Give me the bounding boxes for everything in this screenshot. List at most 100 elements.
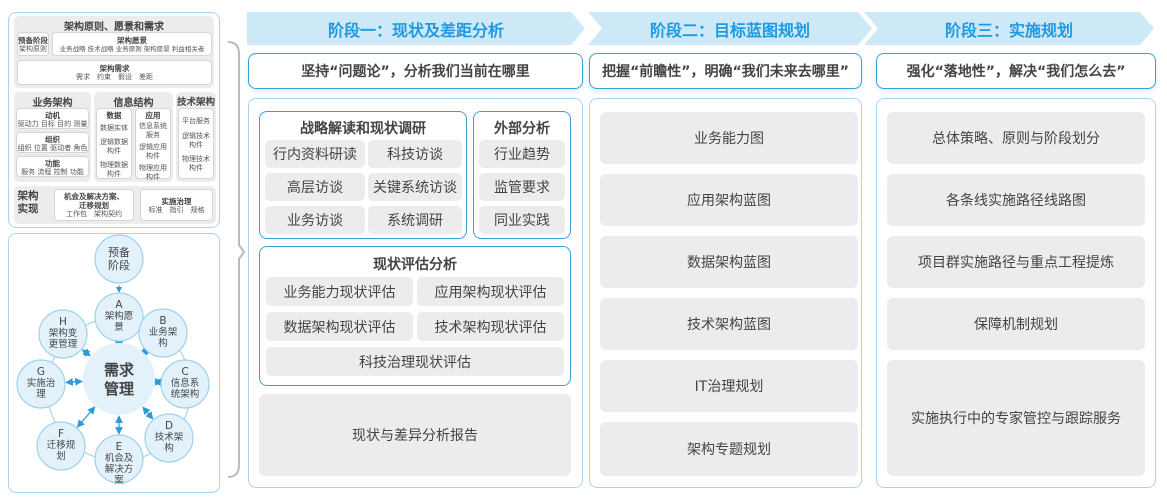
center-circle bbox=[83, 343, 155, 415]
tech-block: 平台服务 逻辑技术构件 物理技术构件 bbox=[178, 108, 214, 179]
stage-2-title: 阶段二：目标蓝图规划 bbox=[649, 20, 810, 40]
block-title: 功能 bbox=[45, 159, 60, 168]
phase-node-g bbox=[16, 359, 66, 409]
strategy-title: 战略解读和现状调研 bbox=[300, 121, 426, 137]
gov-items: 标准 指引 规格 bbox=[148, 206, 205, 214]
phase-node-h bbox=[38, 309, 88, 359]
opp-items: 工作包 架构契约 bbox=[66, 210, 122, 218]
req-items: 需求 约束 假设 差距 bbox=[76, 73, 153, 81]
adm-cycle-diagram bbox=[16, 234, 210, 484]
prep-node bbox=[94, 234, 144, 284]
phase-node-a bbox=[94, 292, 144, 342]
phase-letter: G bbox=[36, 366, 46, 378]
phase-node-b bbox=[138, 308, 188, 358]
phase-letter: B bbox=[159, 315, 167, 327]
info-title: 信息结构 bbox=[113, 98, 154, 109]
external-title: 外部分析 bbox=[494, 121, 550, 137]
phase-label: 架构变更管理 bbox=[48, 328, 78, 350]
tech-title: 技术架构 bbox=[176, 97, 215, 108]
app-title: 应用 bbox=[145, 111, 161, 120]
phase-letter: E bbox=[115, 441, 123, 453]
data-block: 数据 数据实体 逻辑数据构件 物理数据构件 bbox=[96, 108, 132, 179]
block-items: 驱动力 目标 目的 测量 bbox=[17, 120, 88, 128]
blueprint-item: IT治理规划 bbox=[600, 360, 858, 412]
req-title: 架构需求 bbox=[99, 64, 130, 73]
data-title: 数据 bbox=[106, 111, 122, 120]
block-title: 动机 bbox=[45, 111, 60, 120]
impl-title: 架构实现 bbox=[17, 190, 39, 215]
info-section: 信息结构 数据 数据实体 逻辑数据构件 物理数据构件 应用 信息系统服务 逻辑应… bbox=[94, 92, 173, 182]
stage-3-header: 阶段三：实施规划 bbox=[864, 12, 1154, 45]
stage-1-subtitle: 坚持“问题论”，分析我们当前在哪里 bbox=[248, 53, 583, 89]
tech-section: 技术架构 平台服务 逻辑技术构件 物理技术构件 bbox=[176, 92, 216, 182]
blueprint-item: 业务能力图 bbox=[600, 112, 858, 164]
stage-3-title: 阶段三：实施规划 bbox=[944, 20, 1073, 40]
block-title: 组织 bbox=[45, 135, 60, 144]
bidirectional-arrow bbox=[65, 377, 83, 386]
center-label: 需求管理 bbox=[103, 361, 134, 398]
assess-item: 科技治理现状评估 bbox=[266, 347, 564, 376]
architecture-content-panel: 架构原则、愿景和需求 预备阶段架构原则 架构愿景业务战略 技术战略 业务原则 架… bbox=[8, 12, 220, 228]
function-block: 功能服务 流程 控制 功能 bbox=[16, 156, 89, 177]
strategy-item: 行内资料研读 bbox=[265, 140, 365, 168]
plan-item: 实施执行中的专家管控与跟踪服务 bbox=[887, 360, 1145, 476]
external-item: 行业趋势 bbox=[479, 140, 565, 168]
stage-2-subtitle: 把握“前瞻性”，明确“我们未来去哪里” bbox=[589, 53, 862, 89]
stage-2-header: 阶段二：目标蓝图规划 bbox=[588, 12, 872, 45]
phase-node-d bbox=[144, 413, 194, 463]
blueprint-item: 架构专题规划 bbox=[600, 422, 858, 476]
blueprint-item: 技术架构蓝图 bbox=[600, 298, 858, 350]
tech-item: 平台服务 bbox=[182, 117, 210, 125]
phase-node-e bbox=[94, 434, 144, 484]
prep-title: 预备阶段 bbox=[18, 36, 48, 45]
external-item: 监管要求 bbox=[479, 173, 565, 201]
phase-node-c bbox=[160, 359, 210, 409]
plan-item: 各条线实施路径线路图 bbox=[887, 174, 1145, 226]
data-item: 逻辑数据构件 bbox=[100, 138, 128, 155]
gov-block: 实施治理标准 指引 规格 bbox=[140, 189, 213, 221]
opp-block: 机会及解决方案、迁移规划工作包 架构契约 bbox=[54, 189, 134, 221]
phase-letter: A bbox=[115, 299, 123, 311]
bidirectional-arrow bbox=[81, 348, 91, 358]
bidirectional-arrow bbox=[142, 406, 154, 420]
status-assessment-box: 现状评估分析 业务能力现状评估 应用架构现状评估 数据架构现状评估 技术架构现状… bbox=[259, 246, 571, 386]
strategy-item: 业务访谈 bbox=[265, 206, 365, 234]
gov-title: 实施治理 bbox=[161, 197, 192, 206]
principles-section: 架构原则、愿景和需求 预备阶段架构原则 架构愿景业务战略 技术战略 业务原则 架… bbox=[14, 16, 214, 88]
phase-letter: D bbox=[164, 420, 174, 432]
data-item: 数据实体 bbox=[100, 124, 128, 132]
tech-item: 物理技术构件 bbox=[182, 155, 210, 172]
data-item: 物理数据构件 bbox=[100, 161, 128, 178]
external-analysis-box: 外部分析 行业趋势 监管要求 同业实践 bbox=[473, 111, 571, 239]
prep-items: 架构原则 bbox=[19, 45, 47, 53]
stage-3-subtitle: 强化“落地性”，解决“我们怎么去” bbox=[876, 53, 1156, 89]
phase-label: 信息系统架构 bbox=[170, 378, 200, 400]
assess-item: 业务能力现状评估 bbox=[266, 277, 413, 306]
phase-letter: C bbox=[181, 366, 189, 378]
phase-label: 迁移规划 bbox=[46, 440, 76, 462]
phase-label: 技术架构 bbox=[154, 432, 184, 454]
app-item: 信息系统服务 bbox=[139, 122, 167, 139]
opp-title: 机会及解决方案、迁移规划 bbox=[64, 192, 124, 210]
strategy-research-box: 战略解读和现状调研 行内资料研读 科技访谈 高层访谈 关键系统访谈 业务访谈 系… bbox=[259, 111, 467, 239]
phase-label: 架构愿景 bbox=[104, 311, 134, 333]
phase-label: 机会及解决方案 bbox=[104, 453, 134, 486]
phase-label: 业务架构 bbox=[148, 327, 178, 349]
strategy-item: 科技访谈 bbox=[368, 140, 462, 168]
app-item: 物理应用构件 bbox=[139, 164, 167, 181]
assess-item: 数据架构现状评估 bbox=[266, 312, 413, 341]
prep-node-label: 预备阶段 bbox=[108, 246, 130, 272]
external-item: 同业实践 bbox=[479, 206, 565, 234]
bidirectional-arrow bbox=[76, 406, 96, 428]
vision-block: 架构愿景业务战略 技术战略 业务原则 架构愿景 利益相关者 bbox=[52, 32, 212, 56]
plan-item: 保障机制规划 bbox=[887, 298, 1145, 350]
business-section: 业务架构 动机驱动力 目标 目的 测量 组织组织 位置 驱动者 角色 功能服务 … bbox=[14, 92, 91, 182]
